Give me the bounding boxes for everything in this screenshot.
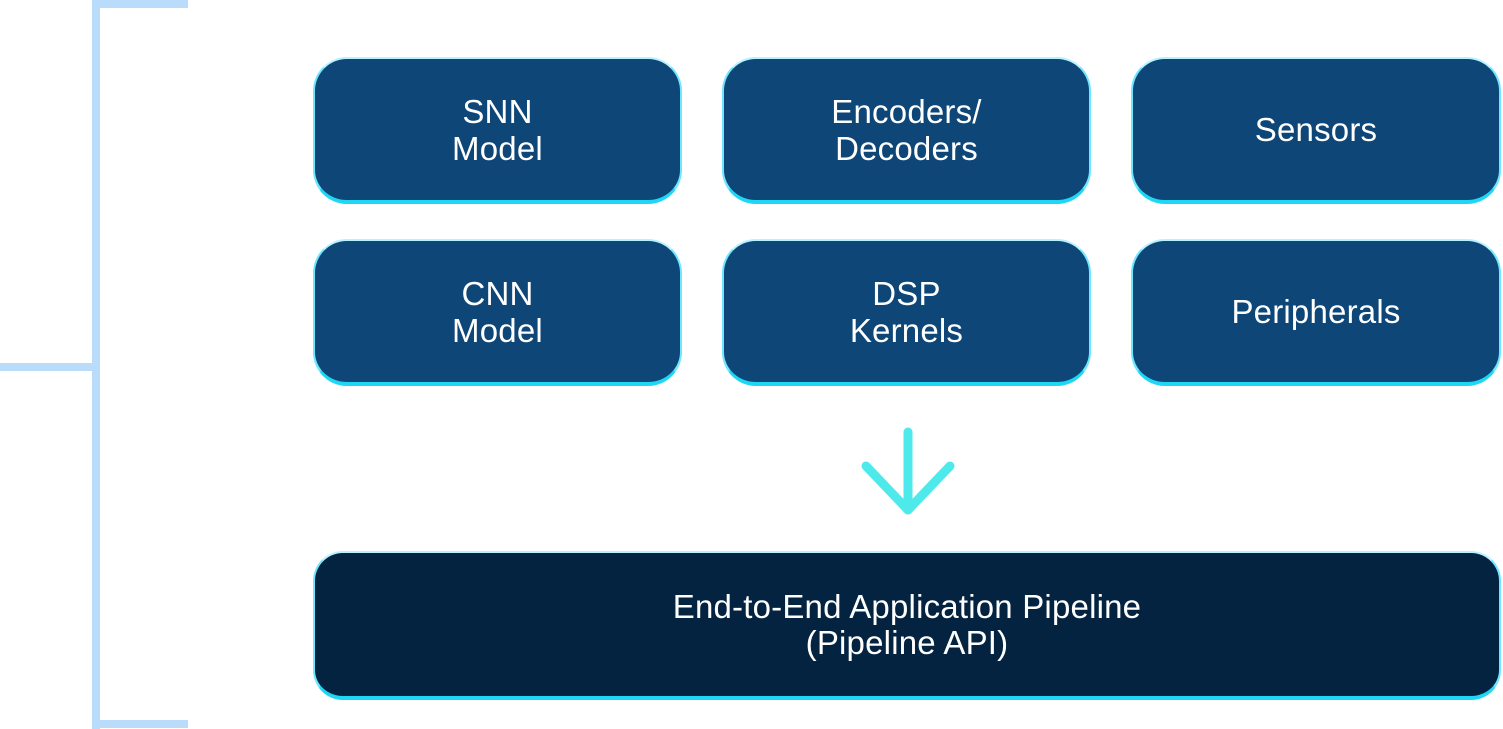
component-box-snn-model: SNN Model xyxy=(313,57,682,204)
component-box-encoders-decoders: Encoders/ Decoders xyxy=(722,57,1091,204)
component-box-sensors: Sensors xyxy=(1131,57,1501,204)
bracket-vertical-line xyxy=(92,0,100,729)
component-label: DSP Kernels xyxy=(849,274,964,349)
pipeline-label: End-to-End Application Pipeline (Pipelin… xyxy=(672,587,1142,661)
component-label: Encoders/ Decoders xyxy=(831,92,982,167)
component-label: Sensors xyxy=(1254,111,1378,148)
bracket-bottom-arm xyxy=(92,720,188,728)
component-label: Peripherals xyxy=(1231,293,1401,330)
component-label: CNN Model xyxy=(452,274,543,349)
bracket-connector-stub xyxy=(0,363,96,371)
component-box-dsp-kernels: DSP Kernels xyxy=(722,239,1091,386)
pipeline-box: End-to-End Application Pipeline (Pipelin… xyxy=(313,551,1501,700)
arrow-down-icon xyxy=(861,427,955,515)
component-box-cnn-model: CNN Model xyxy=(313,239,682,386)
bracket-top-arm xyxy=(92,0,188,8)
component-label: SNN Model xyxy=(452,92,543,167)
component-box-peripherals: Peripherals xyxy=(1131,239,1501,386)
